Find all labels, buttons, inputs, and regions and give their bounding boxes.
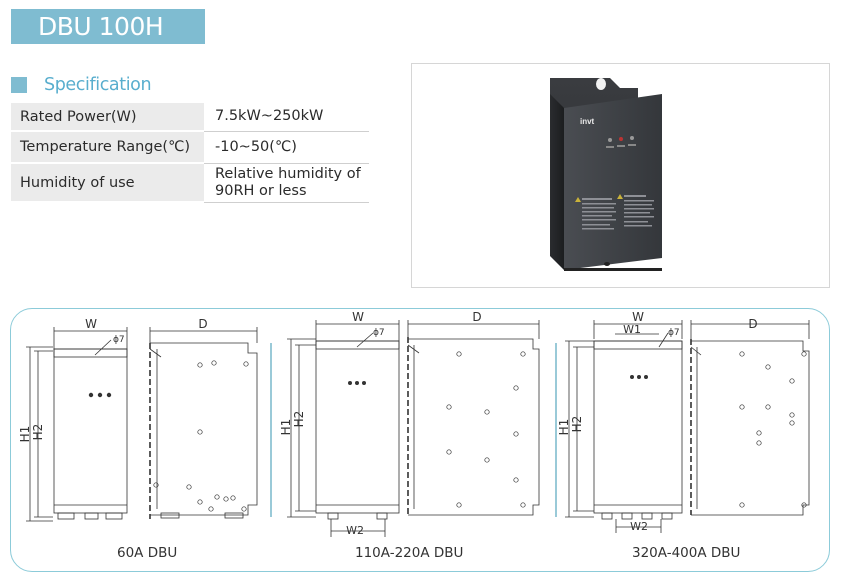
caption-60a: 60A DBU: [117, 545, 178, 561]
heading-square-icon: [11, 77, 27, 93]
brand-logo: invt: [580, 117, 595, 126]
dim-h2-label: H2: [292, 411, 306, 428]
spec-value-line: 90RH or less: [215, 182, 307, 199]
product-photo: invt: [411, 63, 830, 288]
spec-heading: Specification: [11, 74, 152, 96]
outline-drawings: W ϕ7 H1 H2 D: [18, 310, 810, 537]
braking-unit-image: invt: [550, 78, 662, 271]
dim-phi-label: ϕ7: [668, 328, 680, 338]
dim-w2-label: W2: [346, 524, 364, 537]
spec-value: 7.5kW~250kW: [204, 103, 369, 132]
spec-key: Temperature Range(℃): [11, 131, 204, 164]
dim-w-label: W: [352, 310, 364, 324]
dim-phi-label: ϕ7: [373, 328, 385, 338]
dim-d-label: D: [198, 317, 207, 331]
dim-h1-label: H1: [279, 419, 293, 436]
spec-key: Rated Power(W): [11, 103, 204, 132]
drawing-110a-220a: W ϕ7 H1 H2 W2 D: [279, 310, 557, 537]
drawing-60a: W ϕ7 H1 H2 D: [18, 317, 272, 522]
dim-w-label: W: [632, 310, 644, 324]
spec-key: Humidity of use: [11, 163, 204, 203]
dim-h2-label: H2: [31, 424, 45, 441]
dim-h1-label: H1: [557, 419, 571, 436]
dim-phi-label: ϕ7: [113, 335, 125, 345]
dim-w1-label: W1: [623, 323, 641, 336]
spec-value: -10~50(℃): [204, 131, 369, 164]
caption-110a-220a: 110A-220A DBU: [355, 545, 464, 561]
dim-w-label: W: [85, 317, 97, 331]
spec-value-line: Relative humidity of: [215, 165, 361, 182]
dim-h2-label: H2: [570, 416, 584, 433]
spec-row: Temperature Range(℃) -10~50(℃): [11, 131, 369, 164]
spec-table: Rated Power(W) 7.5kW~250kW Temperature R…: [11, 103, 369, 203]
caption-320a-400a: 320A-400A DBU: [632, 545, 741, 561]
dimension-drawings: W ϕ7 H1 H2 D: [10, 308, 830, 572]
spec-row: Rated Power(W) 7.5kW~250kW: [11, 103, 369, 132]
dim-d-label: D: [472, 310, 481, 324]
product-title: DBU 100H: [11, 9, 205, 44]
spec-heading-label: Specification: [44, 75, 152, 95]
spec-value: Relative humidity of 90RH or less: [204, 163, 369, 203]
dim-d-label: D: [748, 317, 757, 331]
dim-h1-label: H1: [18, 426, 32, 443]
drawing-320a-400a: W W1 ϕ7 H1 H2 W2 D: [557, 310, 810, 533]
dim-w2-label: W2: [630, 520, 648, 533]
spec-row: Humidity of use Relative humidity of 90R…: [11, 163, 369, 203]
